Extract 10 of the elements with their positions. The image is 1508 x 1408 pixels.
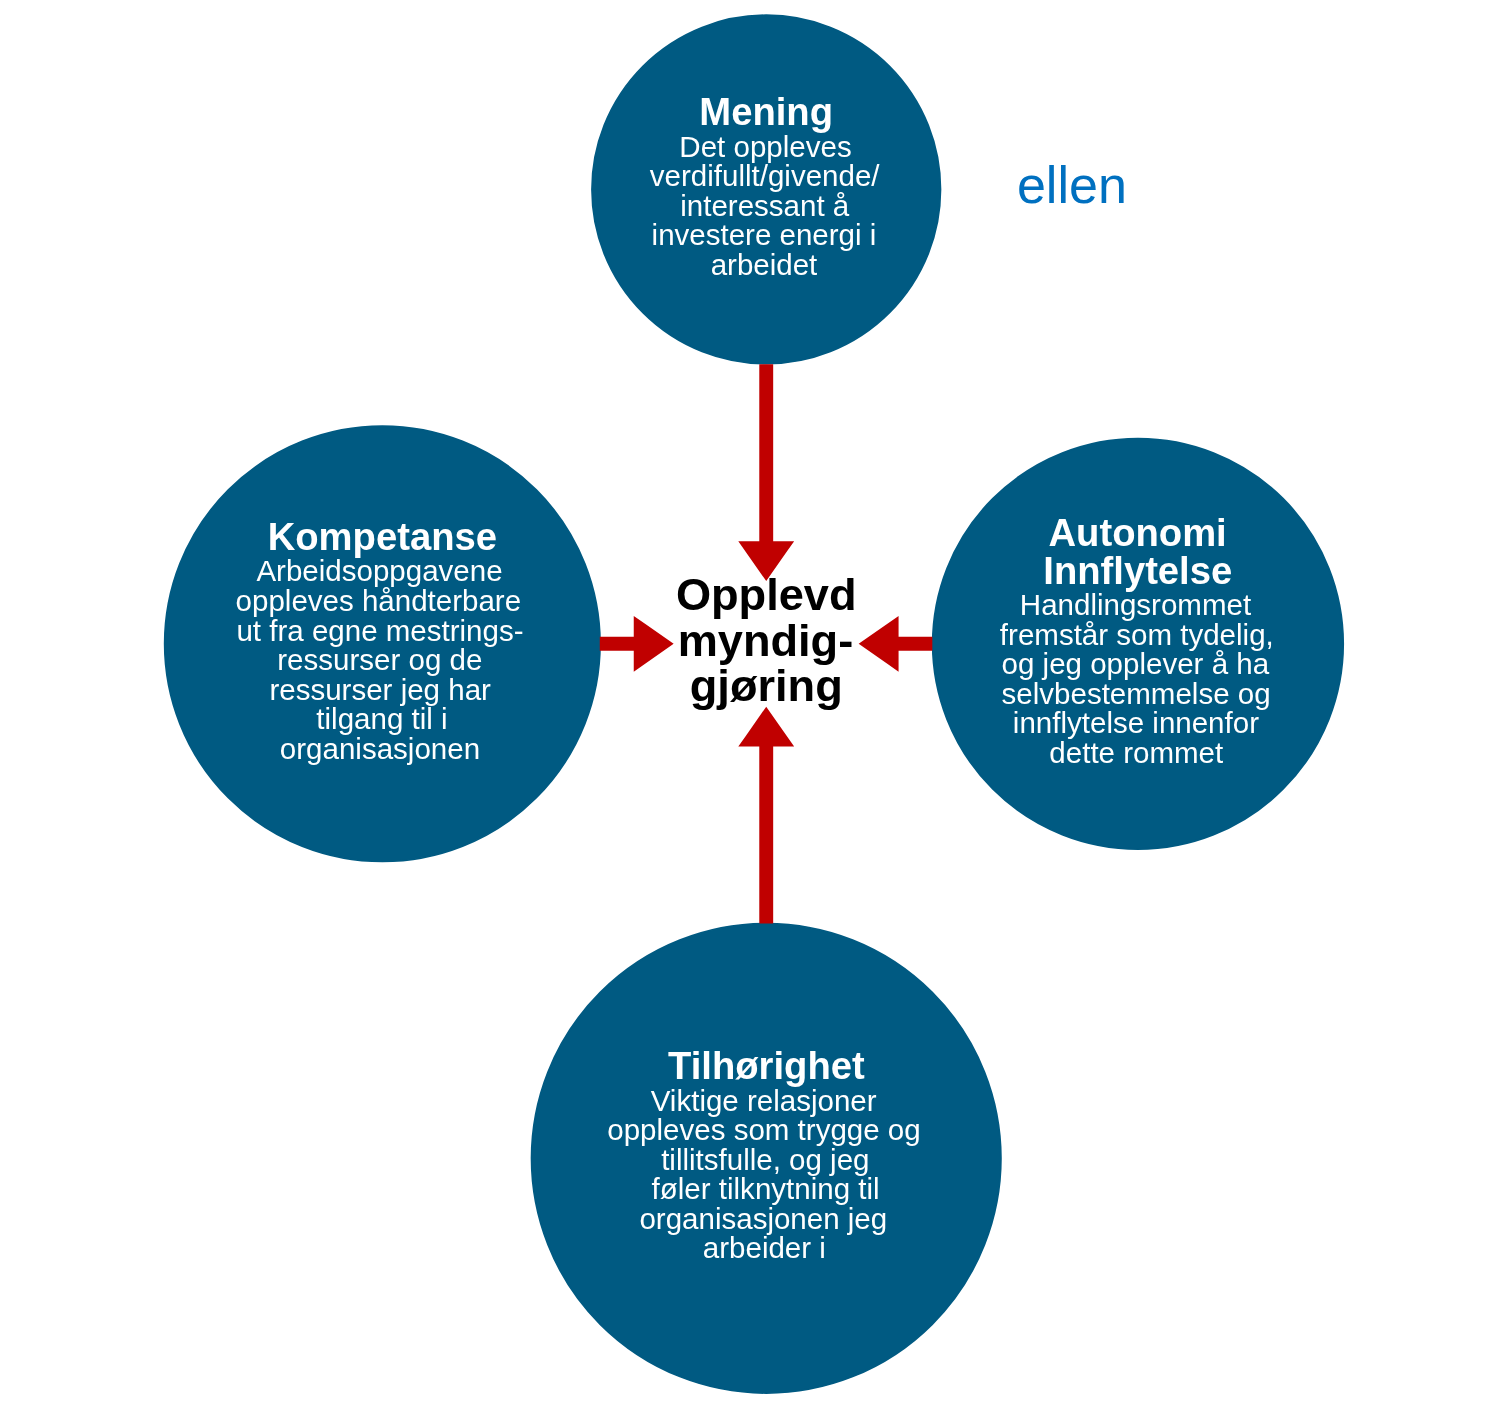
arrow [599,615,674,672]
arrow [738,364,795,582]
node-text: Opplevd myndig- gjøring [675,569,857,711]
node-circle: Tilhørighet Viktige relasjoner oppleves som trygge og tillitsfulle, og jeg føler tilknytning til organisasjonen jeg arbeider i [530,922,1002,1394]
label: ellen [1016,155,1127,214]
node-circle: Kompetanse Arbeidsoppgavene oppleves håndterbare ut fra egne mestrings- ressurser og de ressurser jeg har tilgang til i organisasjonen [163,425,601,863]
node-circle: Mening Det oppleves verdifullt/givende/ interessant å investere energi i arbeidet [591,14,942,365]
node-circle: Autonomi Innflytelse Handlingsrommet fremstår som tydelig, og jeg opplever å ha selvbestemmelse og innflytelse innenfor dette rommet [931,437,1345,850]
arrow [738,706,795,924]
arrow [858,615,933,672]
